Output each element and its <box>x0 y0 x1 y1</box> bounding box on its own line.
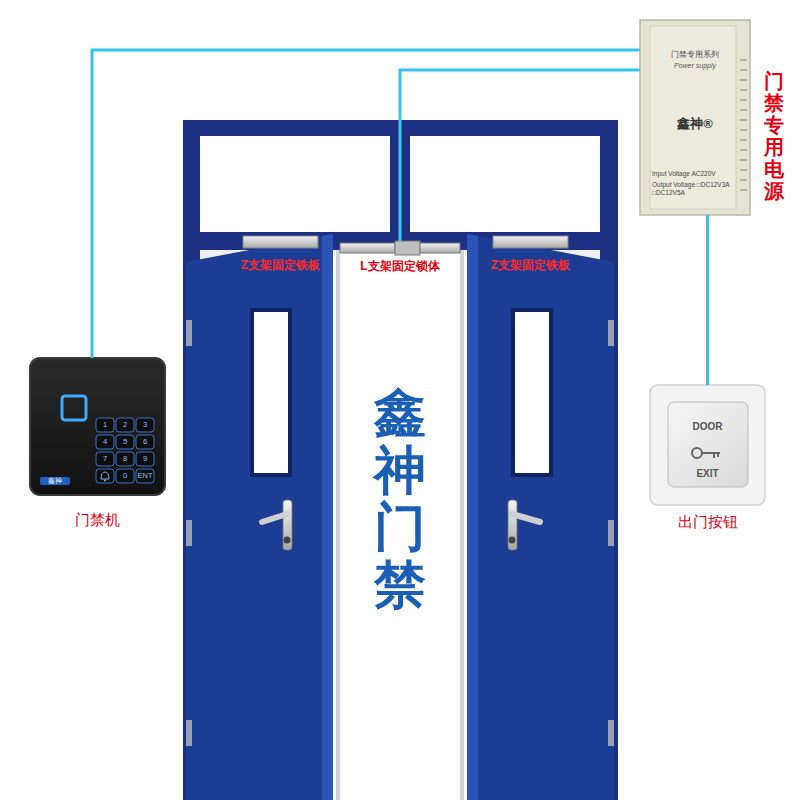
node-text: 门禁专用系列 <box>645 50 745 60</box>
exit-button <box>650 385 765 505</box>
exit-button <box>702 453 720 458</box>
left-door-leaf <box>262 514 287 522</box>
keypad-key: 8 <box>116 452 134 466</box>
left-door-leaf <box>284 537 291 544</box>
power-supply: 门禁专用系列 Power supply 鑫神® Input Voltage AC220… <box>640 20 750 215</box>
z-bracket <box>243 236 318 248</box>
exit-button <box>650 385 765 505</box>
z-bracket-plate: Z支架固定铁板 <box>493 236 568 248</box>
node-text: 出门按钮 <box>650 513 765 531</box>
access-controller <box>30 358 165 495</box>
keypad-key: 3 <box>136 418 154 432</box>
access-controller <box>96 418 114 432</box>
node-text: L支架固定锁体 <box>338 259 462 273</box>
exit-button: DOOREXIT出门按钮 <box>650 385 765 505</box>
node-text: Power supply <box>645 62 745 70</box>
access-controller <box>116 452 134 466</box>
power-supply-box <box>640 20 750 215</box>
magnetic-lock <box>340 243 395 253</box>
keypad-key: ENT <box>136 469 154 483</box>
right-door-leaf <box>467 234 614 800</box>
access-controller <box>101 472 109 479</box>
right-door-leaf <box>608 720 614 746</box>
door-frame <box>333 250 467 800</box>
magnetic-lock: L支架固定锁体 <box>338 241 462 255</box>
right-door-leaf <box>513 310 551 475</box>
node-text: 鑫神 <box>40 477 70 485</box>
node-text: EXIT <box>650 468 765 480</box>
power-supply-box <box>640 20 750 215</box>
watermark-title: 鑫神门禁 <box>374 385 426 614</box>
access-controller <box>136 452 154 466</box>
left-door-leaf <box>186 320 192 346</box>
left-door-leaf <box>322 234 333 800</box>
access-controller <box>96 435 114 449</box>
keypad-key: 5 <box>116 435 134 449</box>
vertical-title: 门禁专用电源 <box>764 70 784 202</box>
access-controller <box>136 418 154 432</box>
node-text: Output Voltage □DC12V3A □DC12V5A <box>652 181 744 197</box>
keypad-key: 9 <box>136 452 154 466</box>
z-bracket <box>493 236 568 248</box>
door-frame <box>200 136 390 232</box>
node-text: 门禁机 <box>30 511 165 529</box>
access-controller <box>116 435 134 449</box>
right-door-leaf <box>467 234 614 800</box>
access-controller <box>62 396 86 420</box>
exit-button <box>668 402 748 487</box>
keypad-key: 7 <box>96 452 114 466</box>
keypad-key: 1 <box>96 418 114 432</box>
exit-button <box>692 448 702 458</box>
access-controller <box>116 469 134 483</box>
magnetic-lock <box>340 241 460 255</box>
right-door-leaf <box>508 500 517 550</box>
right-door-leaf <box>608 320 614 346</box>
access-controller <box>104 480 106 482</box>
right-door-leaf <box>512 514 540 522</box>
keypad-key: 6 <box>136 435 154 449</box>
node-text: Z支架固定铁板 <box>472 258 589 272</box>
left-door-leaf <box>186 520 192 546</box>
left-door-leaf <box>283 500 292 550</box>
left-door-leaf <box>186 234 333 800</box>
keypad-key: 4 <box>96 435 114 449</box>
access-controller <box>116 418 134 432</box>
access-controller <box>30 358 165 495</box>
left-door-leaf <box>186 720 192 746</box>
node-text: DOOR <box>650 421 765 433</box>
magnetic-lock <box>395 241 420 255</box>
left-door-leaf <box>252 310 290 475</box>
right-door-leaf <box>467 234 478 800</box>
magnetic-lock <box>420 243 460 253</box>
access-controller <box>136 469 154 483</box>
signal-wire <box>706 215 709 385</box>
access-controller <box>96 469 114 483</box>
power-supply-box <box>740 60 747 190</box>
access-controller: 鑫神门禁机 <box>30 358 165 495</box>
right-door-leaf <box>509 537 516 544</box>
signal-wire <box>400 70 640 241</box>
power-supply-box <box>650 26 736 209</box>
door-frame <box>336 250 340 800</box>
access-controller <box>96 452 114 466</box>
access-controller <box>136 435 154 449</box>
z-bracket-plate: Z支架固定铁板 <box>243 236 318 248</box>
node-text: Input Voltage AC220V <box>652 170 744 178</box>
door-frame <box>460 250 464 800</box>
door-frame <box>410 136 600 232</box>
keypad-key: 2 <box>116 418 134 432</box>
node-text: Z支架固定铁板 <box>222 258 339 272</box>
node-text: 鑫神® <box>645 116 745 132</box>
left-door-leaf <box>186 234 333 800</box>
keypad-key: 0 <box>116 469 134 483</box>
signal-wire <box>92 50 640 358</box>
right-door-leaf <box>608 520 614 546</box>
